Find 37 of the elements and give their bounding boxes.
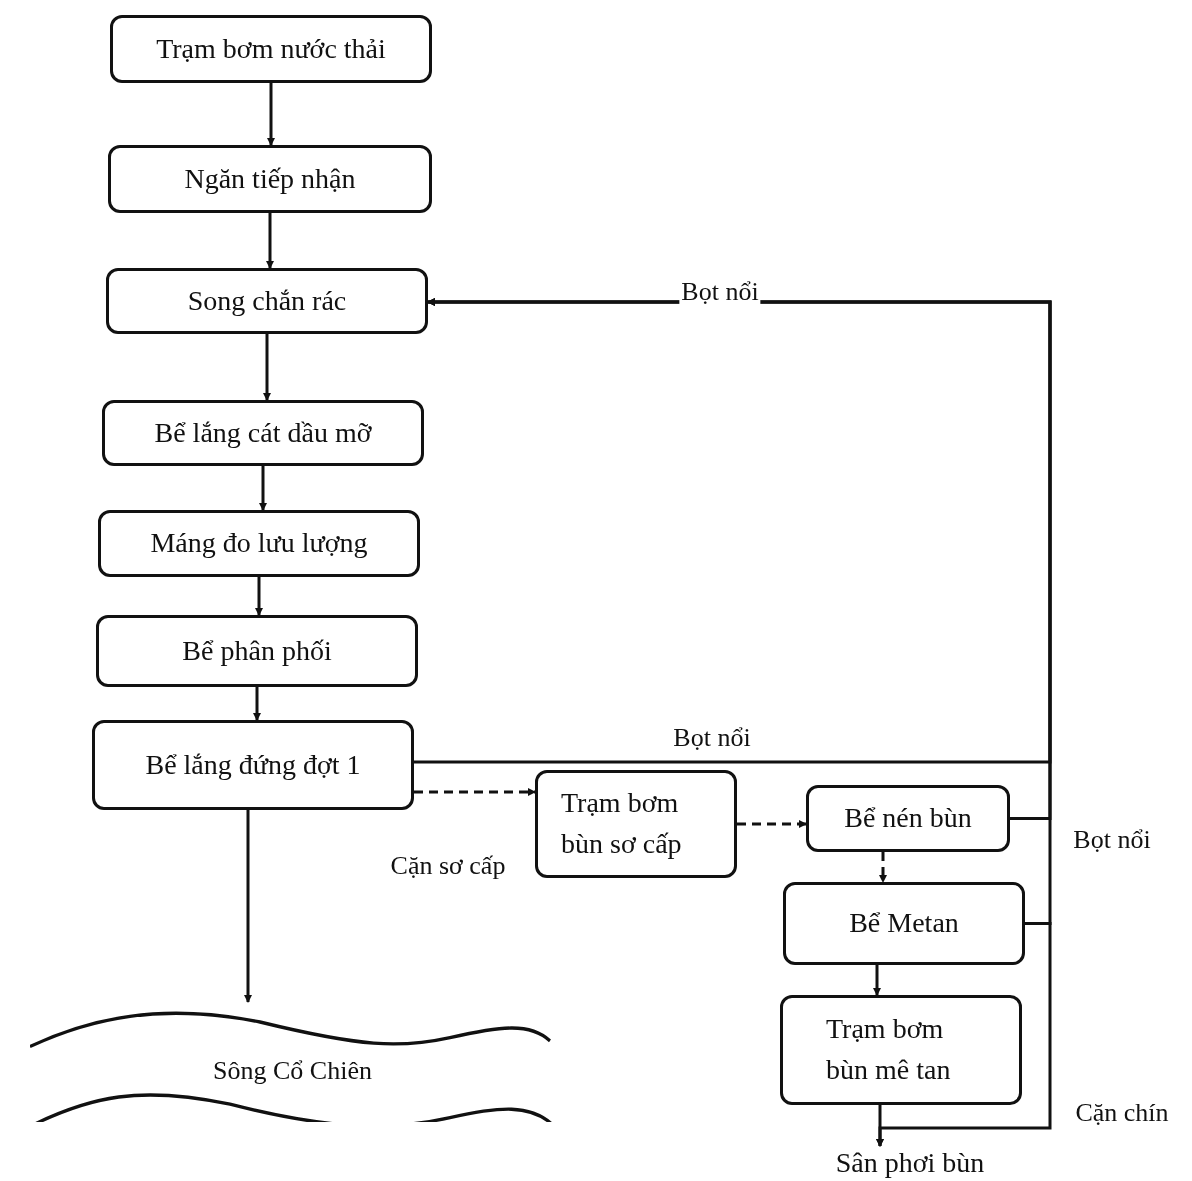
process-box	[110, 15, 432, 83]
node-text: Bể nén bùn	[843, 801, 973, 836]
node-text: Bể Metan	[848, 906, 960, 941]
node-text: Ngăn tiếp nhận	[183, 161, 357, 196]
arrow	[253, 687, 261, 721]
process-box	[806, 785, 1010, 852]
arrow	[263, 334, 271, 401]
node-text: Trạm bơm nước thải	[155, 31, 387, 66]
arrow	[876, 922, 1052, 1147]
node-text: Bể phân phối	[181, 633, 333, 668]
arrow	[873, 965, 881, 996]
dashed-arrow	[737, 820, 807, 828]
process-box	[535, 770, 737, 878]
arrow	[266, 213, 274, 269]
node-text: Bể lắng cát dầu mỡ	[153, 415, 373, 450]
process-box	[92, 720, 414, 810]
node-text: Bể lắng đứng đợt 1	[144, 747, 362, 782]
process-box	[102, 400, 424, 466]
dashed-arrow	[414, 788, 536, 796]
process-box	[98, 510, 420, 577]
river-name: Sông Cổ Chiên	[212, 1055, 373, 1087]
process-box	[96, 615, 418, 687]
arrow	[244, 810, 252, 1003]
node-text: Sân phơi bùn	[834, 1145, 986, 1180]
arrow	[255, 577, 263, 616]
process-box	[780, 995, 1022, 1105]
node-text: Máng đo lưu lượng	[149, 526, 369, 561]
arrow	[267, 83, 275, 146]
node-text: Trạm bơm bùn sơ cấp	[560, 786, 683, 861]
node-text: Trạm bơm bùn mê tan	[825, 1012, 952, 1087]
dashed-arrow	[879, 852, 887, 883]
arrow	[259, 466, 267, 511]
arrow	[427, 298, 1052, 925]
process-box	[106, 268, 428, 334]
node-text: Song chắn rác	[186, 283, 348, 318]
process-box	[783, 882, 1025, 965]
process-box	[108, 145, 432, 213]
